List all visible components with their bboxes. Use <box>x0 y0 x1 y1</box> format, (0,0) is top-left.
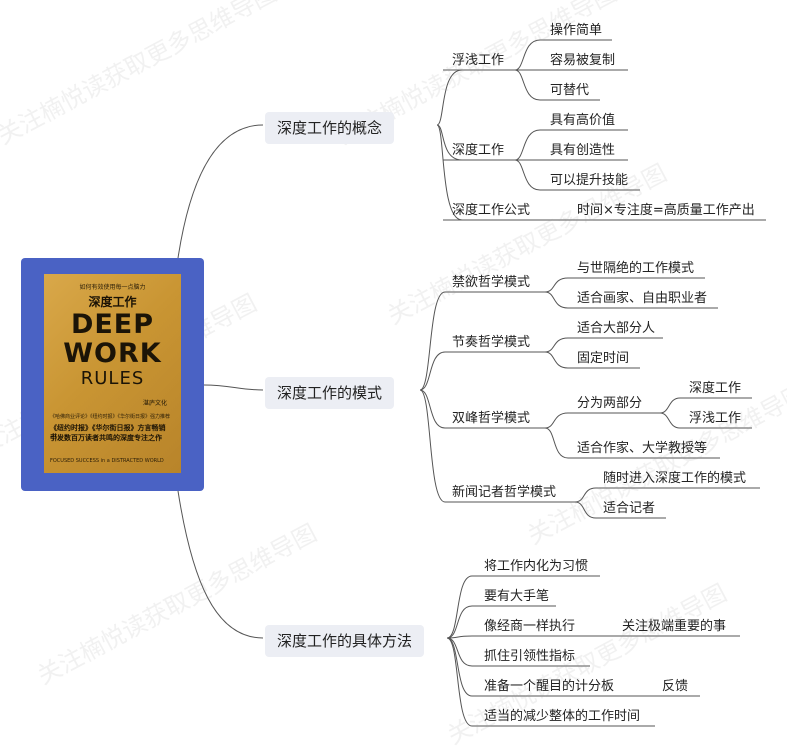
connector-root-modes <box>203 384 264 391</box>
node-rhythmic-mode[interactable]: 节奏哲学模式 <box>452 335 531 350</box>
book-title-deep: DEEP <box>70 309 155 340</box>
book-tagline: 如何有效使用每一点脑力 <box>79 284 146 291</box>
leaf-shallow-work[interactable]: 浮浅工作 <box>689 411 742 426</box>
book-title-rules: RULES <box>80 368 145 389</box>
leaf-isolated-work[interactable]: 与世隔绝的工作模式 <box>577 261 695 276</box>
leaf-anytime-deep[interactable]: 随时进入深度工作的模式 <box>603 471 747 486</box>
branch-concept[interactable]: 深度工作的概念 <box>265 112 395 144</box>
book-blurb-3: 引发数百万读者共鸣的深度专注之作 <box>50 434 162 442</box>
leaf-wildly-important[interactable]: 关注极端重要的事 <box>622 619 727 634</box>
leaf-creative[interactable]: 具有创造性 <box>550 143 616 158</box>
leaf-replaceable[interactable]: 可替代 <box>550 83 590 98</box>
leaf-deep-work[interactable]: 深度工作 <box>689 381 742 396</box>
connector-root-methods <box>177 490 264 639</box>
connector-root-concept <box>177 124 264 259</box>
node-deep-work[interactable]: 深度工作 <box>452 143 505 158</box>
node-two-parts[interactable]: 分为两部分 <box>577 396 643 411</box>
branch-modes[interactable]: 深度工作的模式 <box>265 377 395 409</box>
root-node-book[interactable]: 如何有效使用每一点脑力 深度工作 DEEP WORK RULES 湛庐文化 《哈… <box>21 258 204 491</box>
leaf-for-writers[interactable]: 适合作家、大学教授等 <box>577 441 708 456</box>
leaf-formula[interactable]: 时间×专注度=高质量工作产出 <box>577 203 755 218</box>
branch-methods[interactable]: 深度工作的具体方法 <box>265 625 425 657</box>
node-bimodal-mode[interactable]: 双峰哲学模式 <box>452 411 531 426</box>
node-journalistic-mode[interactable]: 新闻记者哲学模式 <box>452 485 557 500</box>
node-scoreboard[interactable]: 准备一个醒目的计分板 <box>484 679 615 694</box>
book-cover-image: 如何有效使用每一点脑力 深度工作 DEEP WORK RULES 湛庐文化 《哈… <box>44 274 181 473</box>
book-title-cn: 深度工作 <box>88 295 137 309</box>
node-grand-gesture[interactable]: 要有大手笔 <box>484 589 550 604</box>
leaf-for-painters[interactable]: 适合画家、自由职业者 <box>577 291 708 306</box>
book-publisher: 湛庐文化 <box>142 400 167 407</box>
node-execute-like-business[interactable]: 像经商一样执行 <box>484 619 576 634</box>
node-monastic-mode[interactable]: 禁欲哲学模式 <box>452 275 531 290</box>
node-shallow-work[interactable]: 浮浅工作 <box>452 53 505 68</box>
book-blurb-4: FOCUSED SUCCESS in a DISTRACTED WORLD <box>50 458 164 464</box>
node-lead-measures[interactable]: 抓住引领性指标 <box>484 649 576 664</box>
leaf-feedback[interactable]: 反馈 <box>662 679 689 694</box>
book-blurb-2: 《纽约时报》《华尔街日报》方言畅销书， <box>50 424 166 441</box>
leaf-for-journalists[interactable]: 适合记者 <box>603 501 656 516</box>
leaf-high-value[interactable]: 具有高价值 <box>550 113 616 128</box>
leaf-simple-operation[interactable]: 操作简单 <box>550 23 603 38</box>
book-title-work: WORK <box>63 338 162 369</box>
node-habit[interactable]: 将工作内化为习惯 <box>484 559 589 574</box>
leaf-fixed-time[interactable]: 固定时间 <box>577 351 630 366</box>
node-deep-work-formula[interactable]: 深度工作公式 <box>452 203 531 218</box>
node-reduce-hours[interactable]: 适当的减少整体的工作时间 <box>484 709 641 724</box>
leaf-improve-skills[interactable]: 可以提升技能 <box>550 173 629 188</box>
book-blurb-1: 《哈佛商业评论》《纽约时报》《华尔街日报》强力推荐 <box>50 414 171 420</box>
leaf-easy-to-copy[interactable]: 容易被复制 <box>550 53 616 68</box>
leaf-for-most-people[interactable]: 适合大部分人 <box>577 321 656 336</box>
